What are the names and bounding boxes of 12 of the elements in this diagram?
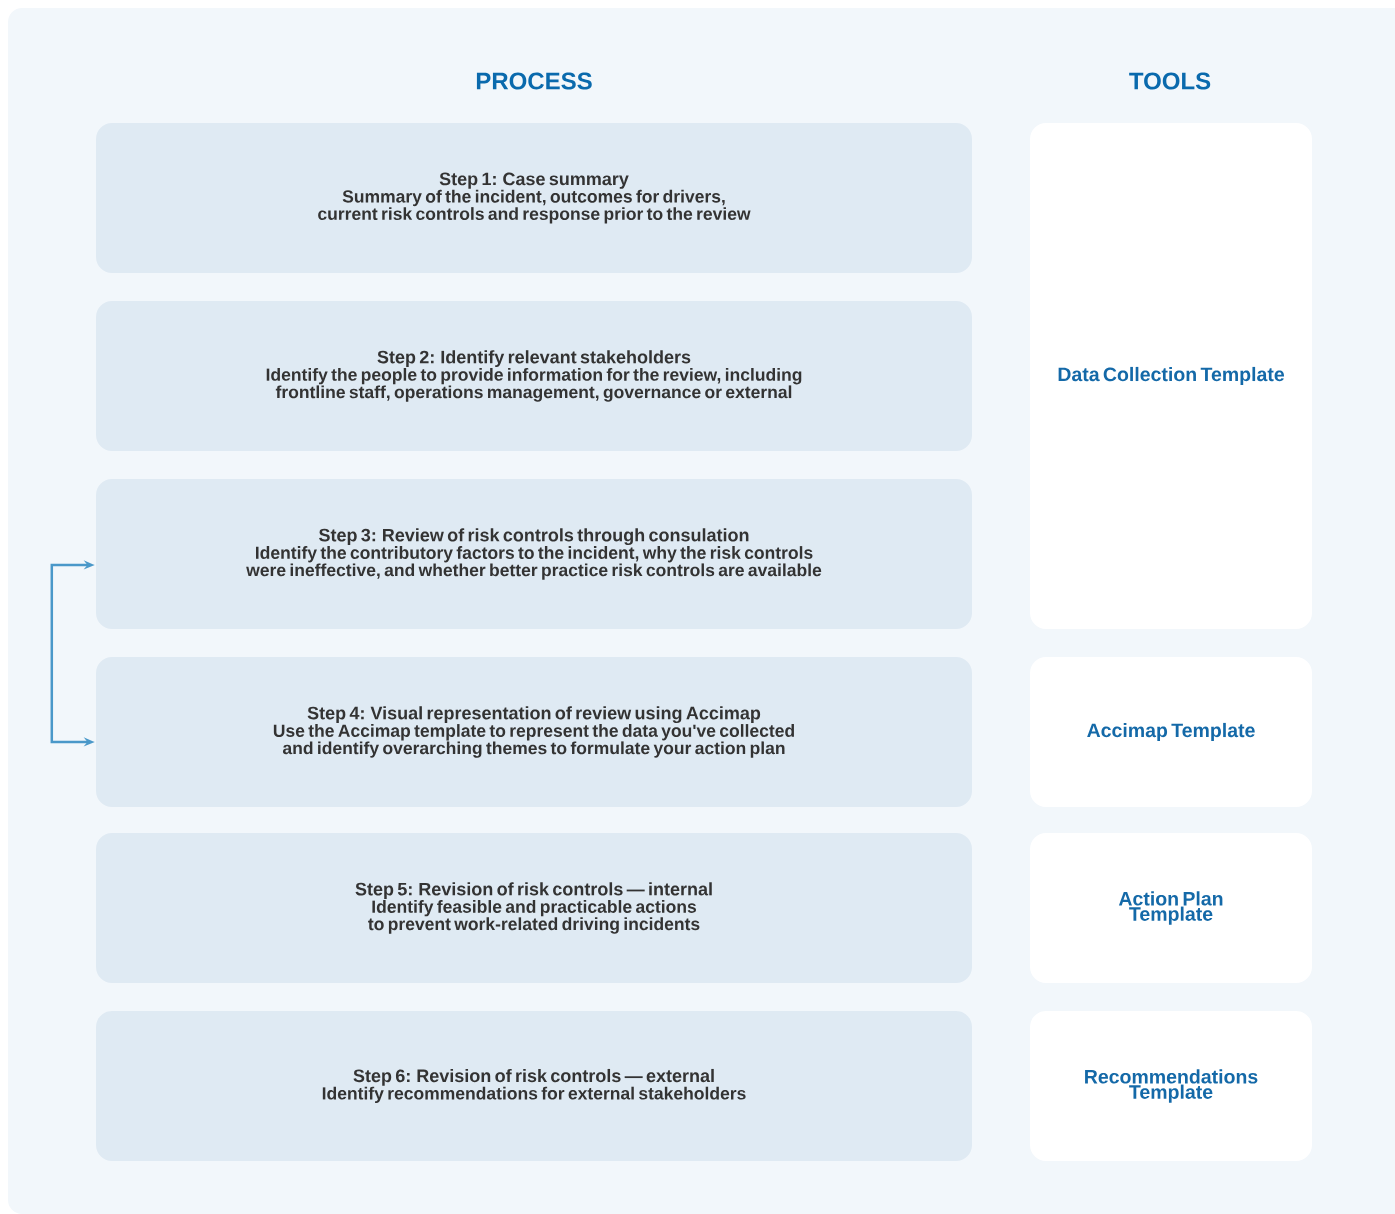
tool-box: Accimap Template bbox=[1030, 657, 1312, 807]
column-heading: TOOLS bbox=[1129, 72, 1211, 90]
tool-box: Action Plan Template bbox=[1030, 833, 1312, 983]
step-box: Step 1: Case summary Summary of the incident, outcomes for drivers, current risk controls and response prior to the review bbox=[96, 123, 972, 273]
step-box: Step 2: Identify relevant stakeholders Identify the people to provide information for the review, including frontline staff, operations management, governance or external bbox=[96, 301, 972, 451]
column-heading: PROCESS bbox=[476, 72, 592, 90]
step-box: Step 4: Visual representation of review using Accimap Use the Accimap template to represent the data you've collected and identify overarching themes to formulate your action plan bbox=[96, 657, 972, 807]
tool-box: Data Collection Template bbox=[1030, 123, 1312, 629]
tool-box: Recommendations Template bbox=[1030, 1011, 1312, 1161]
step-box: Step 6: Revision of risk controls — external Identify recommendations for external stakeholders bbox=[96, 1011, 972, 1161]
step-box: Step 5: Revision of risk controls — internal Identify feasible and practicable actions to prevent work-related driving incidents bbox=[96, 833, 972, 983]
step-box: Step 3: Review of risk controls through consulation Identify the contributory factors to the incident, why the risk controls were ineffective, and whether better practice risk controls are available bbox=[96, 479, 972, 629]
